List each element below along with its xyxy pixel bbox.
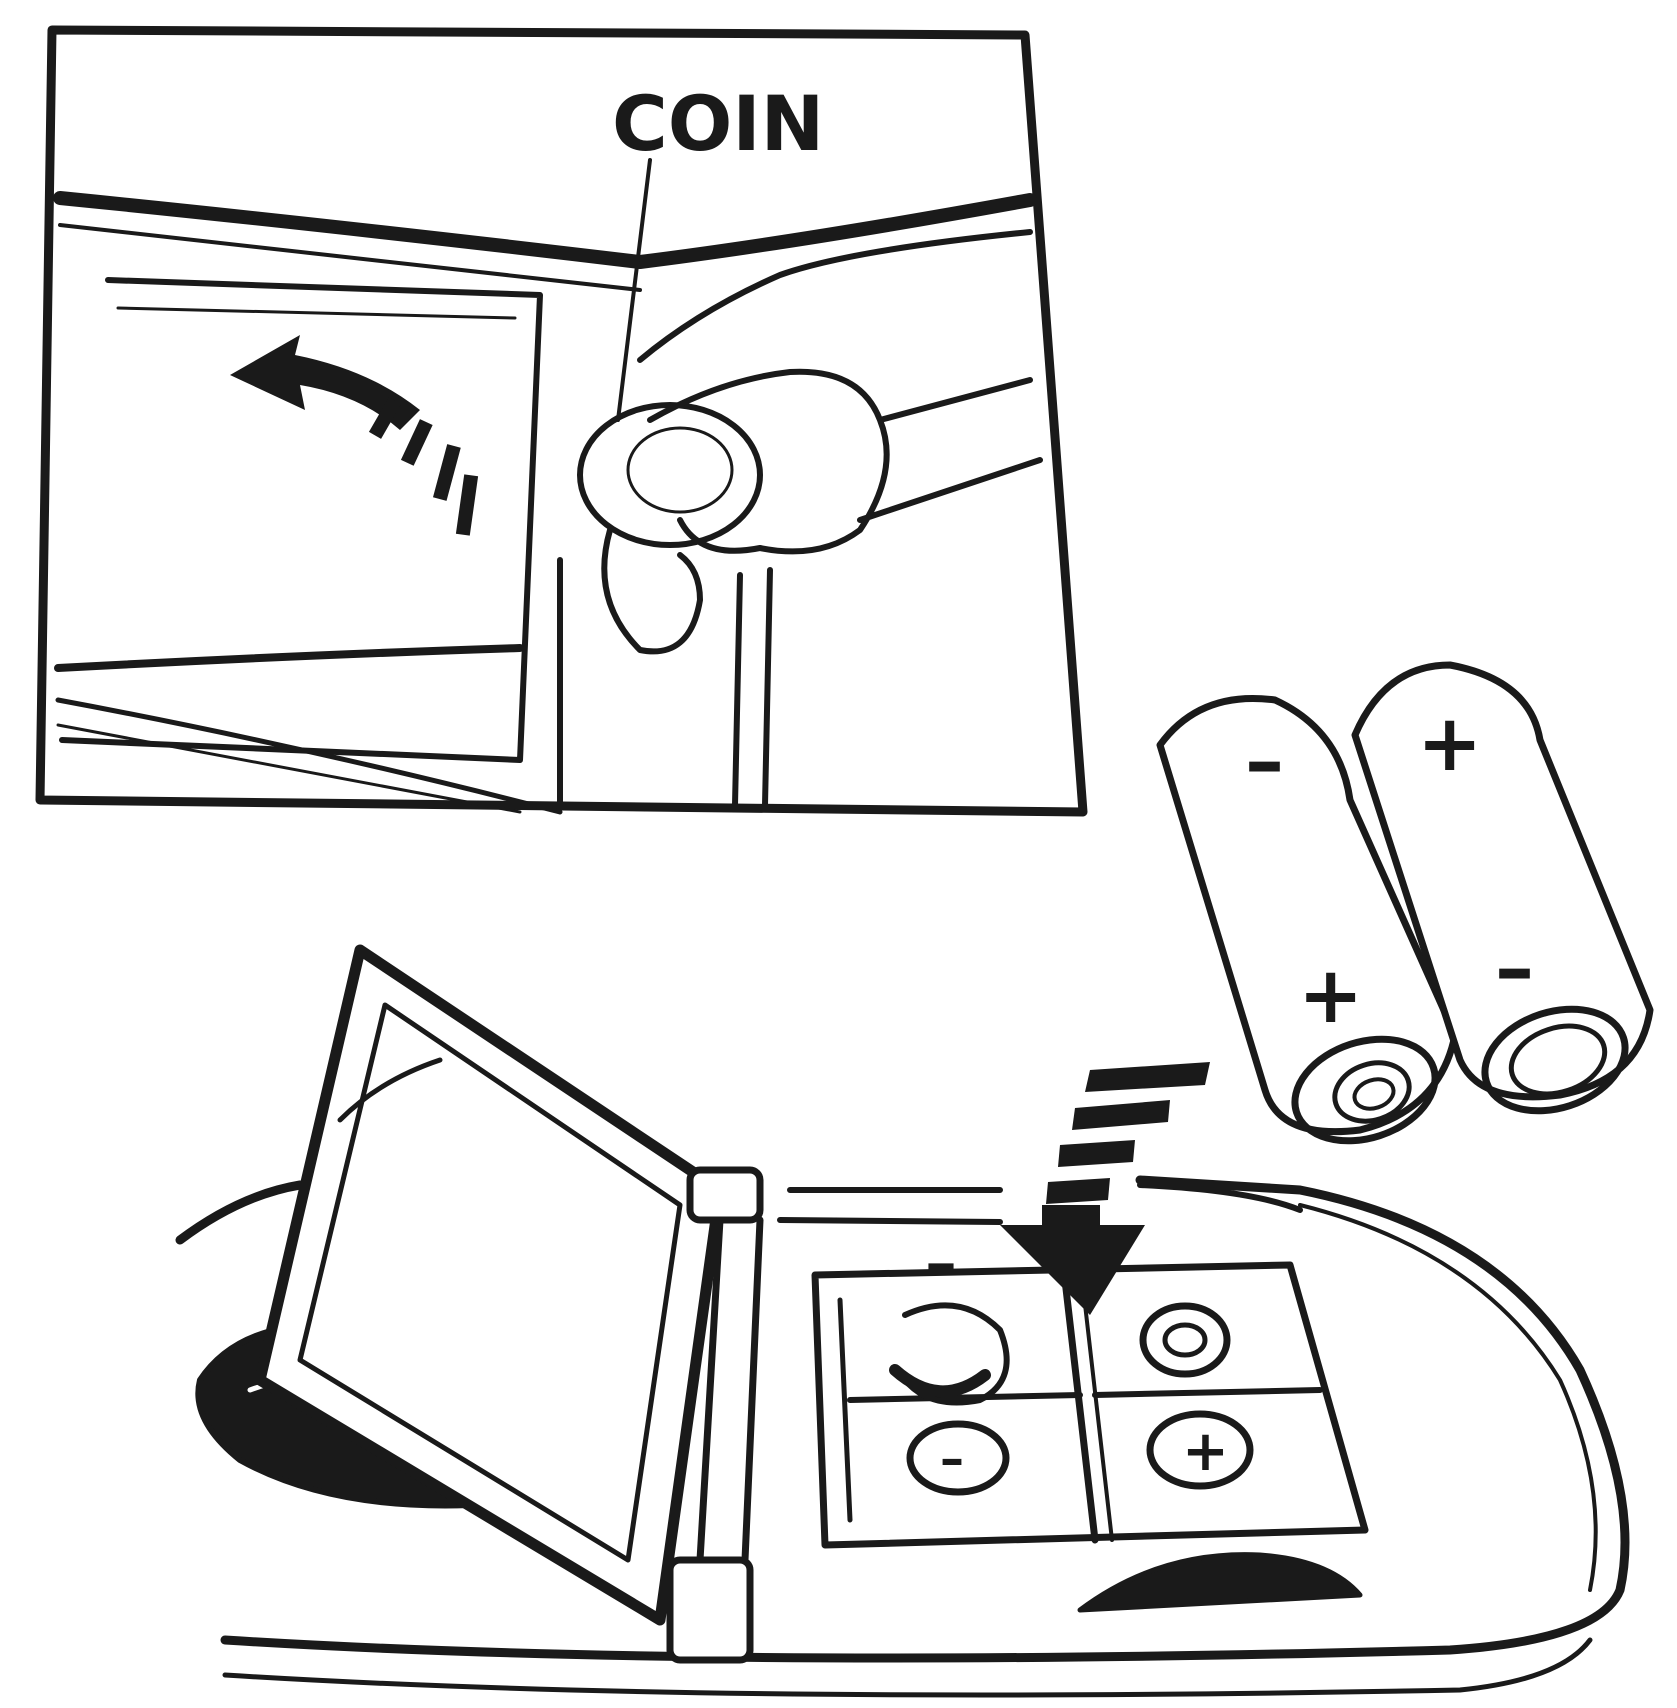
battery-right-bottom-symbol: – bbox=[1495, 924, 1534, 1014]
compartment-top-mark: – bbox=[925, 1227, 957, 1301]
contact-bottom-right-symbol: + bbox=[1182, 1419, 1229, 1484]
lift-direction-arrow bbox=[230, 335, 478, 536]
contact-top-right bbox=[1143, 1306, 1227, 1374]
battery-right-top-symbol: + bbox=[1417, 699, 1482, 789]
coin-step-panel bbox=[40, 30, 1083, 812]
batteries: – + + – bbox=[1160, 665, 1650, 1158]
battery-left-bottom-symbol: + bbox=[1298, 951, 1363, 1041]
contact-bottom-left-symbol: – bbox=[940, 1431, 964, 1487]
open-lid bbox=[260, 950, 720, 1620]
dark-bump bbox=[1080, 1555, 1360, 1610]
device-lower-edge bbox=[58, 648, 520, 668]
hand bbox=[604, 232, 1040, 651]
coin-label: COIN bbox=[612, 79, 824, 168]
battery-left-top-symbol: – bbox=[1245, 717, 1284, 807]
